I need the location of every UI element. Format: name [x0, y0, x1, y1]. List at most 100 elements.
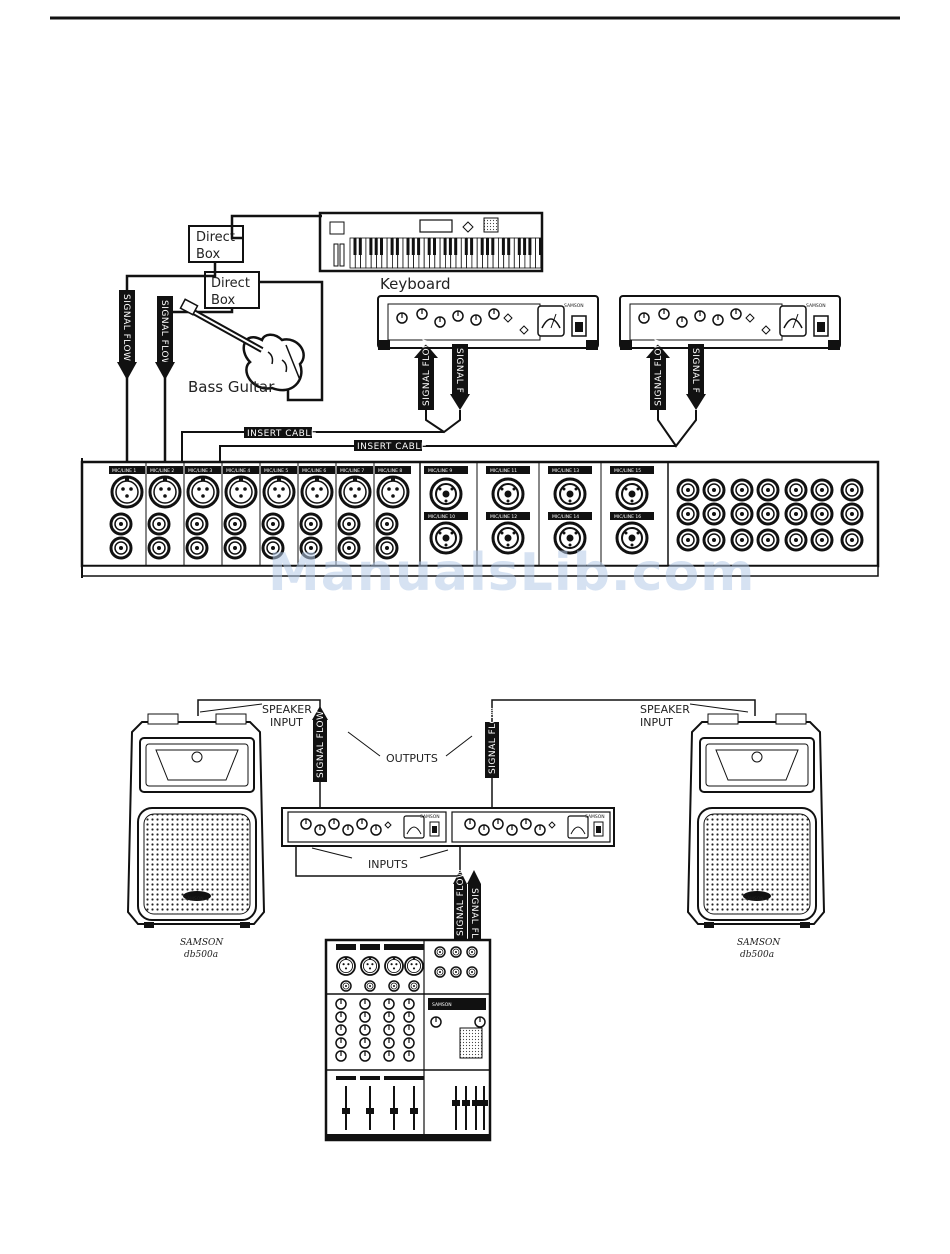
compressor-knob: [300, 818, 312, 830]
compressor-knob: [478, 824, 490, 836]
output-jack: [840, 478, 864, 502]
mixer-channel-knob: [335, 1011, 347, 1023]
combo-channel-label: MIC/LINE 11: [490, 468, 517, 474]
keyboard: Keyboard: [318, 211, 544, 293]
speaker-input-right-1: SPEAKER: [640, 703, 690, 716]
speaker-left-caption-1: SAMSON: [180, 938, 224, 948]
output-jack: [784, 502, 808, 526]
speaker-right: SAMSON SAMSON db500a: [687, 713, 825, 960]
compressor-knob: [464, 818, 476, 830]
output-jack: [810, 528, 834, 552]
mixer-channel-knob: [403, 998, 415, 1010]
mixer-xlr-jack: [404, 956, 424, 976]
line-input-jack: [185, 512, 209, 536]
mixer-channel-knob: [403, 1037, 415, 1049]
signal-flow-arrow-3: SIGNAL FLOW: [414, 339, 438, 410]
signal-flow-label-5: SIGNAL FLOW: [654, 339, 664, 406]
mixer-xlr-jack: [336, 956, 356, 976]
mixer-line-jack: [364, 980, 376, 992]
mixer-channel-knob: [403, 1011, 415, 1023]
combo-channel-label: MIC/LINE 15: [614, 468, 641, 474]
output-jack: [702, 478, 726, 502]
direct-box-2-line1: Direct: [211, 276, 250, 291]
signal-flow-arrow-5: SIGNAL FLOW: [646, 339, 670, 410]
xlr-input-jack: [300, 475, 334, 509]
mixer-channel-knob: [335, 1037, 347, 1049]
line-input-jack: [147, 512, 171, 536]
output-jack: [730, 478, 754, 502]
figure-2: SAMSON SAMSON db500a SAMSON SAMSON db500…: [127, 699, 825, 1142]
output-jack: [730, 502, 754, 526]
compressor-knob: [356, 818, 368, 830]
combo-channel-label: MIC/LINE 9: [428, 468, 452, 474]
rack-compressor-brand-2: SAMSON: [585, 814, 605, 820]
compressor-knob: [520, 818, 532, 830]
signal-flow-label-6: SIGNAL FLOW: [690, 348, 700, 415]
signal-flow-arrow-in-2: SIGNAL FLOW: [467, 870, 481, 955]
combo-input-jack: [553, 477, 587, 511]
mixer-line-jack: [408, 980, 420, 992]
mixer-line-jack: [388, 980, 400, 992]
signal-flow-label-2: SIGNAL FLOW: [159, 300, 169, 367]
speaker-left-logo: SAMSON: [184, 896, 204, 902]
mic-channel-label: MIC/LINE 5: [264, 468, 288, 474]
combo-channel-label: MIC/LINE 10: [428, 514, 455, 520]
mic-channel-label: MIC/LINE 2: [150, 468, 174, 474]
output-jack: [784, 528, 808, 552]
line-input-jack: [337, 512, 361, 536]
mixer-output-jack: [434, 966, 446, 978]
mixer-channel-knob: [359, 998, 371, 1010]
output-jack: [784, 478, 808, 502]
signal-flow-in-2-label: SIGNAL FLOW: [469, 888, 479, 955]
keyboard-label: Keyboard: [380, 275, 451, 293]
mixer-channel-knob: [403, 1050, 415, 1062]
mixer-channel-knob: [335, 1024, 347, 1036]
speaker-right-caption-2: db500a: [740, 950, 774, 960]
mixer-channel-knob: [359, 1037, 371, 1049]
mixer-xlr-jack: [360, 956, 380, 976]
figure-1: Keyboard Direct Box Direct Box SIGNAL FL…: [80, 211, 880, 578]
mixer-master-knob: [430, 1016, 442, 1028]
compressor-1-brand: SAMSON: [564, 303, 584, 309]
outputs-label: OUTPUTS: [386, 752, 438, 765]
bass-guitar-label: Bass Guitar: [188, 378, 275, 396]
insert-cable-label-2: INSERT CABLE: [354, 440, 427, 452]
line-input-jack: [375, 512, 399, 536]
mixer-output-jack: [466, 966, 478, 978]
output-jack: [756, 478, 780, 502]
combo-channel-label: MIC/LINE 13: [552, 468, 579, 474]
speaker-input-right-2: INPUT: [640, 716, 673, 729]
line-input-jack: [299, 512, 323, 536]
mixer-front-brand: SAMSON: [432, 1002, 452, 1008]
mixer-front: SAMSON: [324, 938, 492, 1142]
direct-box-1-line2: Box: [196, 247, 220, 262]
compressor-2-brand: SAMSON: [806, 303, 826, 309]
mixer-channel-knob: [383, 998, 395, 1010]
bass-guitar: Bass Guitar: [179, 298, 305, 396]
speaker-left: SAMSON SAMSON db500a: [127, 713, 265, 960]
mixer-channel-knob: [359, 1050, 371, 1062]
output-jack: [810, 502, 834, 526]
xlr-input-jack: [110, 475, 144, 509]
signal-flow-arrow-2: SIGNAL FLOW: [155, 296, 175, 380]
signal-flow-out-right-label: SIGNAL FLOW: [488, 707, 498, 774]
compressor-1: SAMSON: [378, 296, 598, 350]
rack-compressor-brand-1: SAMSON: [420, 814, 440, 820]
speaker-input-left-2: INPUT: [270, 716, 303, 729]
compressor-knob: [342, 824, 354, 836]
output-jack: [810, 478, 834, 502]
mixer-channel-knob: [335, 1050, 347, 1062]
combo-channel-label: MIC/LINE 12: [490, 514, 517, 520]
mixer-channel-knob: [403, 1024, 415, 1036]
mixer-xlr-jack: [384, 956, 404, 976]
signal-flow-label-3: SIGNAL FLOW: [422, 339, 432, 406]
rack-compressors: SAMSON SAMSON: [281, 807, 615, 847]
combo-input-jack: [615, 477, 649, 511]
mic-channel-label: MIC/LINE 3: [188, 468, 212, 474]
speaker-right-logo: SAMSON: [744, 896, 764, 902]
compressor-knob: [506, 824, 518, 836]
mixer-channel-knob: [383, 1011, 395, 1023]
insert-jack: [109, 536, 133, 560]
